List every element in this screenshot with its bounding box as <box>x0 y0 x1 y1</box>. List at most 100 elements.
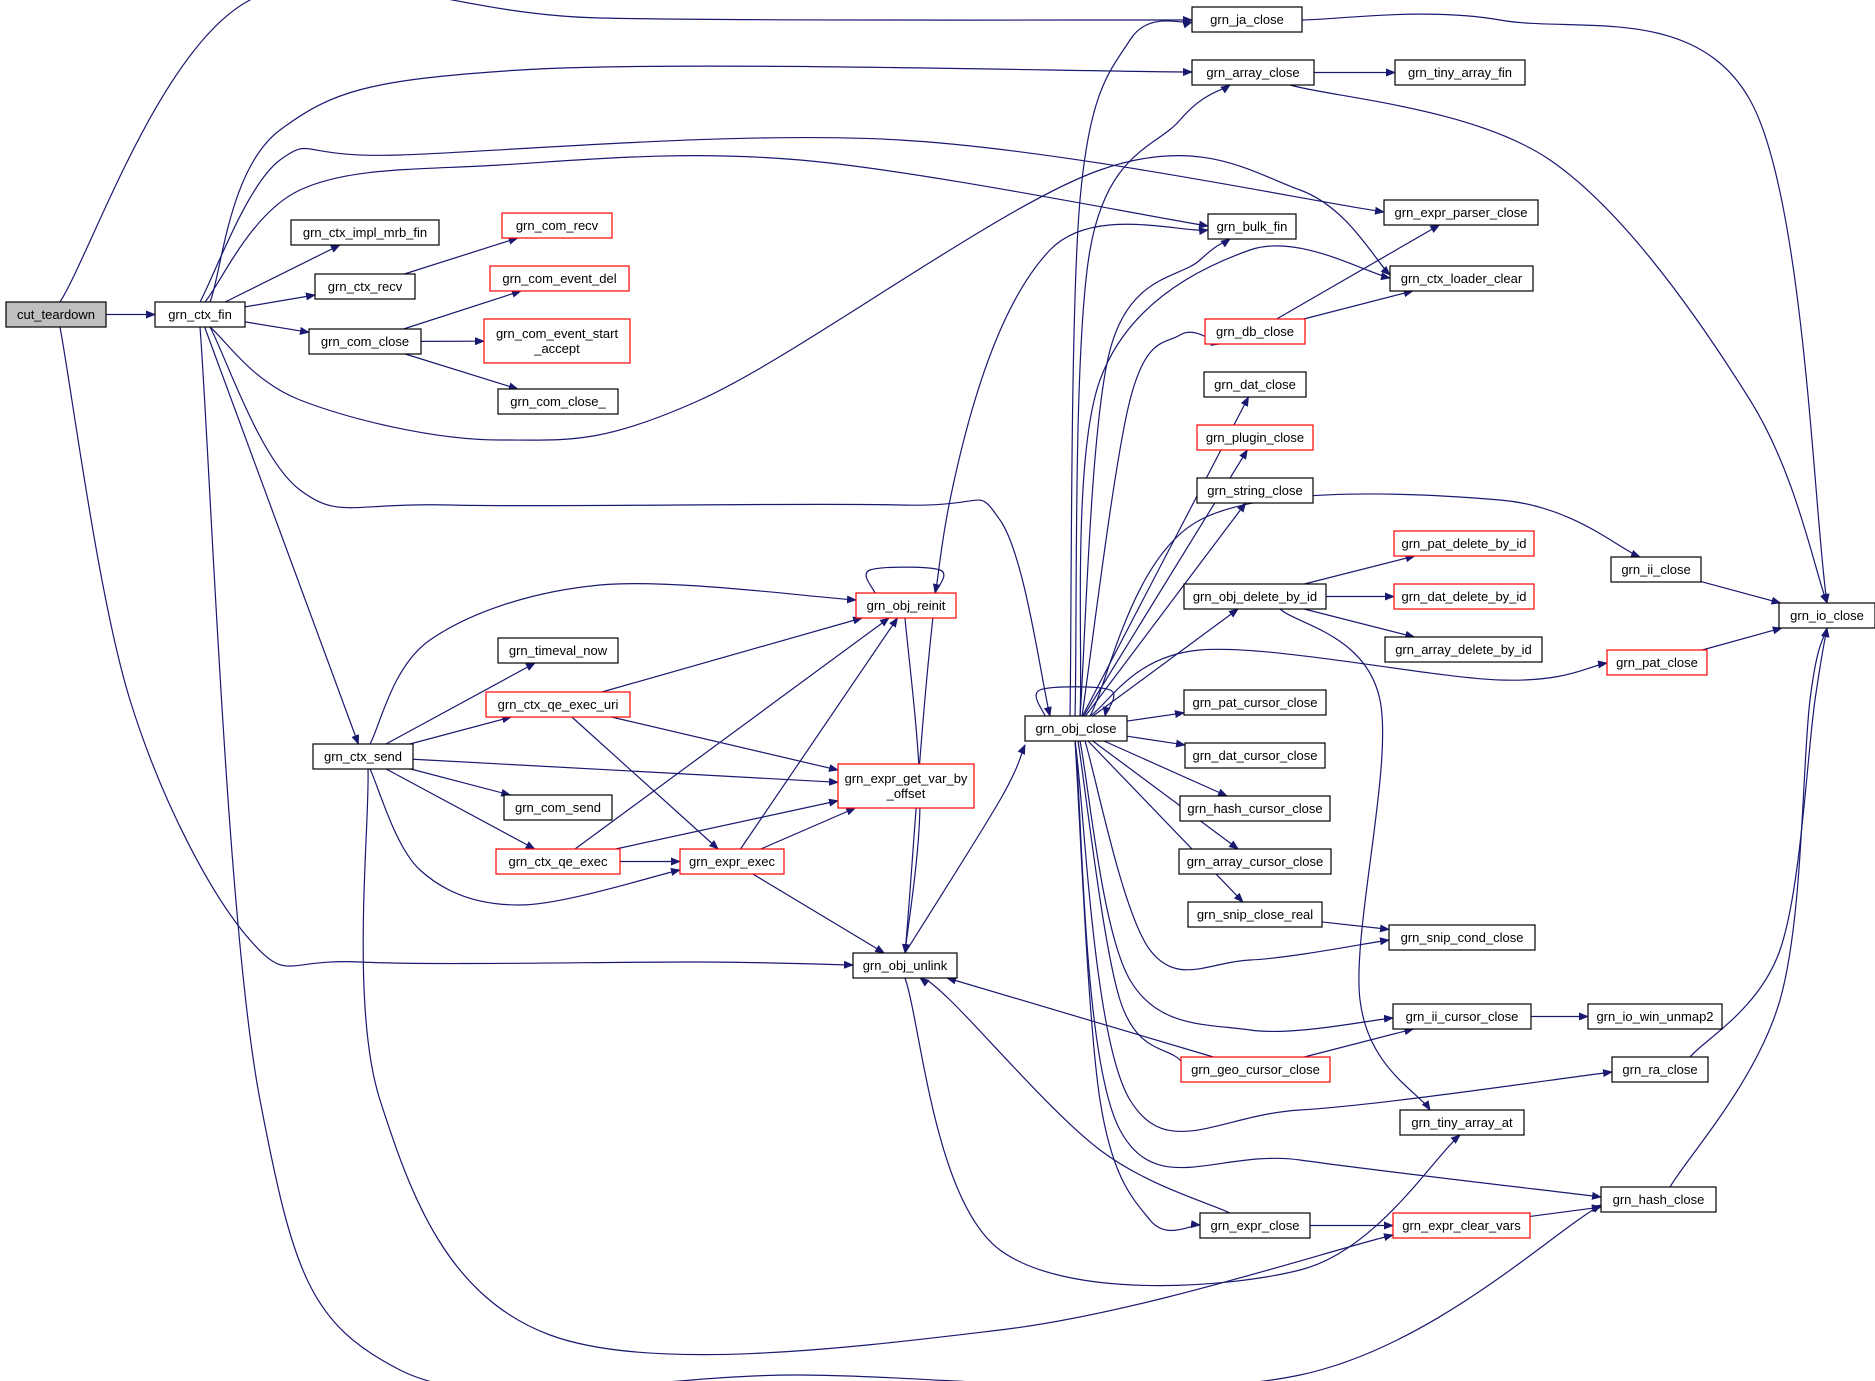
node-cut-teardown[interactable]: cut_teardown <box>5 301 107 328</box>
node-box <box>1178 848 1332 875</box>
node-grn-ctx-recv[interactable]: grn_ctx_recv <box>314 273 416 300</box>
node-grn-obj-unlink[interactable]: grn_obj_unlink <box>852 952 958 979</box>
node-grn-geo-cursor-close[interactable]: grn_geo_cursor_close <box>1180 1056 1331 1083</box>
node-grn-tiny-array-at[interactable]: grn_tiny_array_at <box>1399 1109 1525 1136</box>
edge-grn_ctx_qe_exec-to-grn_expr_get_var_by_offset <box>615 798 839 850</box>
node-grn-ii-close[interactable]: grn_ii_close <box>1610 556 1702 583</box>
node-grn-pat-delete-by-id[interactable]: grn_pat_delete_by_id <box>1393 530 1535 557</box>
edge-grn_obj_reinit-to-grn_obj_reinit <box>865 566 945 594</box>
node-label: grn_bulk_fin <box>1217 219 1288 234</box>
node-grn-io-close[interactable]: grn_io_close <box>1778 602 1875 629</box>
node-grn-timeval-now[interactable]: grn_timeval_now <box>497 637 619 664</box>
node-grn-expr-exec[interactable]: grn_expr_exec <box>679 848 785 875</box>
node-box <box>679 848 785 875</box>
node-grn-expr-clear-vars[interactable]: grn_expr_clear_vars <box>1392 1212 1531 1239</box>
node-label: grn_ii_close <box>1621 562 1690 577</box>
node-box <box>1392 1003 1532 1030</box>
node-grn-snip-cond-close[interactable]: grn_snip_cond_close <box>1388 924 1536 951</box>
edge-grn_ctx_recv-to-grn_com_recv <box>404 236 519 275</box>
edge-grn_ii_close-to-grn_io_close <box>1700 581 1782 605</box>
node-label: grn_ctx_qe_exec_uri <box>498 697 619 712</box>
edge-grn_ra_close-to-grn_io_close <box>1689 627 1830 1058</box>
node-grn-ctx-loader-clear[interactable]: grn_ctx_loader_clear <box>1389 265 1534 292</box>
node-label: grn_com_close <box>321 334 409 349</box>
edge-grn_obj_close-to-grn_dat_cursor_close <box>1126 735 1186 748</box>
node-box <box>1606 649 1708 676</box>
node-grn-ra-close[interactable]: grn_ra_close <box>1611 1056 1709 1083</box>
node-grn-ii-cursor-close[interactable]: grn_ii_cursor_close <box>1392 1003 1532 1030</box>
node-grn-obj-delete-by-id[interactable]: grn_obj_delete_by_id <box>1183 583 1327 610</box>
node-label: grn_string_close <box>1207 483 1302 498</box>
edge-grn_obj_close-to-grn_string_close <box>1084 502 1247 717</box>
node-grn-plugin-close[interactable]: grn_plugin_close <box>1196 424 1314 451</box>
node-box <box>489 265 630 292</box>
node-label: grn_ctx_send <box>324 749 402 764</box>
node-grn-array-cursor-close[interactable]: grn_array_cursor_close <box>1178 848 1332 875</box>
node-grn-obj-close[interactable]: grn_obj_close <box>1024 715 1128 742</box>
node-grn-com-recv[interactable]: grn_com_recv <box>501 212 613 239</box>
node-grn-ctx-send[interactable]: grn_ctx_send <box>312 743 414 770</box>
node-grn-bulk-fin[interactable]: grn_bulk_fin <box>1207 213 1297 240</box>
node-grn-dat-close[interactable]: grn_dat_close <box>1203 371 1307 398</box>
node-box <box>485 691 631 718</box>
edge-grn_obj_close-to-grn_snip_cond_close <box>1084 740 1390 971</box>
node-box <box>1191 59 1315 86</box>
node-grn-db-close[interactable]: grn_db_close <box>1204 318 1306 345</box>
node-grn-hash-cursor-close[interactable]: grn_hash_cursor_close <box>1179 795 1331 822</box>
edge-grn_obj_close-to-grn_ra_close <box>1074 740 1613 1133</box>
node-grn-dat-cursor-close[interactable]: grn_dat_cursor_close <box>1184 742 1326 769</box>
node-label: grn_expr_get_var_by <box>845 771 968 786</box>
node-label: grn_io_win_unmap2 <box>1596 1009 1713 1024</box>
node-box <box>1611 1056 1709 1083</box>
edge-grn_ctx_qe_exec_uri-to-grn_obj_reinit <box>601 616 864 693</box>
node-grn-hash-close[interactable]: grn_hash_close <box>1600 1186 1717 1213</box>
edge-grn_array_close-to-grn_io_close <box>1289 84 1828 604</box>
node-grn-ctx-qe-exec-uri[interactable]: grn_ctx_qe_exec_uri <box>485 691 631 718</box>
node-grn-com-close[interactable]: grn_com_close <box>308 328 422 355</box>
node-label: grn_tiny_array_fin <box>1408 65 1512 80</box>
node-grn-tiny-array-fin[interactable]: grn_tiny_array_fin <box>1394 59 1526 86</box>
node-grn-com-event-del[interactable]: grn_com_event_del <box>489 265 630 292</box>
edge-grn_ctx_send-to-grn_expr_get_var_by_offset <box>412 758 839 786</box>
edge-grn_ctx_send-to-grn_expr_exec <box>369 768 681 906</box>
node-box <box>1399 1109 1525 1136</box>
node-grn-dat-delete-by-id[interactable]: grn_dat_delete_by_id <box>1393 583 1535 610</box>
node-box <box>497 388 619 415</box>
node-label: grn_hash_cursor_close <box>1187 801 1322 816</box>
edge-grn_ctx_fin-to-grn_ctx_loader_clear <box>209 155 1391 441</box>
node-box <box>495 848 621 875</box>
edge-grn_geo_cursor_close-to-grn_ii_cursor_close <box>1304 1027 1415 1058</box>
edge-grn_ctx_send-to-grn_obj_reinit <box>369 583 857 745</box>
node-grn-ctx-impl-mrb-fin[interactable]: grn_ctx_impl_mrb_fin <box>290 219 440 246</box>
node-grn-com-close-[interactable]: grn_com_close_ <box>497 388 619 415</box>
node-grn-pat-close[interactable]: grn_pat_close <box>1606 649 1708 676</box>
edge-grn_obj_unlink-to-grn_tiny_array_at <box>904 977 1461 1287</box>
node-label: grn_dat_close <box>1214 377 1296 392</box>
node-label: grn_timeval_now <box>509 643 608 658</box>
node-grn-array-delete-by-id[interactable]: grn_array_delete_by_id <box>1384 636 1543 663</box>
node-grn-expr-parser-close[interactable]: grn_expr_parser_close <box>1383 199 1539 226</box>
node-grn-expr-get-var-by-offset[interactable]: grn_expr_get_var_by_offset <box>837 763 975 809</box>
node-grn-snip-close-real[interactable]: grn_snip_close_real <box>1187 901 1323 928</box>
edge-grn_db_close-to-grn_ctx_loader_clear <box>1303 289 1414 320</box>
edge-grn_com_close-to-grn_com_close_ <box>405 353 519 391</box>
node-grn-ctx-qe-exec[interactable]: grn_ctx_qe_exec <box>495 848 621 875</box>
edge-grn_ctx_fin-to-grn_array_close <box>209 65 1193 303</box>
node-grn-ja-close[interactable]: grn_ja_close <box>1191 6 1303 33</box>
node-grn-com-send[interactable]: grn_com_send <box>503 794 613 821</box>
node-grn-ctx-fin[interactable]: grn_ctx_fin <box>154 301 246 328</box>
node-box <box>1179 795 1331 822</box>
edge-grn_ctx_fin-to-grn_ctx_impl_mrb_fin <box>224 244 341 303</box>
node-grn-com-event-start-accept[interactable]: grn_com_event_start_accept <box>483 318 631 364</box>
node-grn-pat-cursor-close[interactable]: grn_pat_cursor_close <box>1183 689 1327 716</box>
edge-grn_ctx_send-to-grn_timeval_now <box>385 662 536 745</box>
node-grn-expr-close[interactable]: grn_expr_close <box>1199 1212 1311 1239</box>
node-label: grn_com_event_del <box>502 271 616 286</box>
edge-grn_expr_close-to-grn_obj_unlink <box>919 977 1231 1214</box>
node-grn-obj-reinit[interactable]: grn_obj_reinit <box>855 592 957 619</box>
node-box <box>1389 265 1534 292</box>
node-grn-io-win-unmap2[interactable]: grn_io_win_unmap2 <box>1587 1003 1723 1030</box>
node-grn-array-close[interactable]: grn_array_close <box>1191 59 1315 86</box>
node-grn-string-close[interactable]: grn_string_close <box>1196 477 1314 504</box>
edge-grn_obj_close-to-grn_pat_close <box>1089 648 1608 717</box>
